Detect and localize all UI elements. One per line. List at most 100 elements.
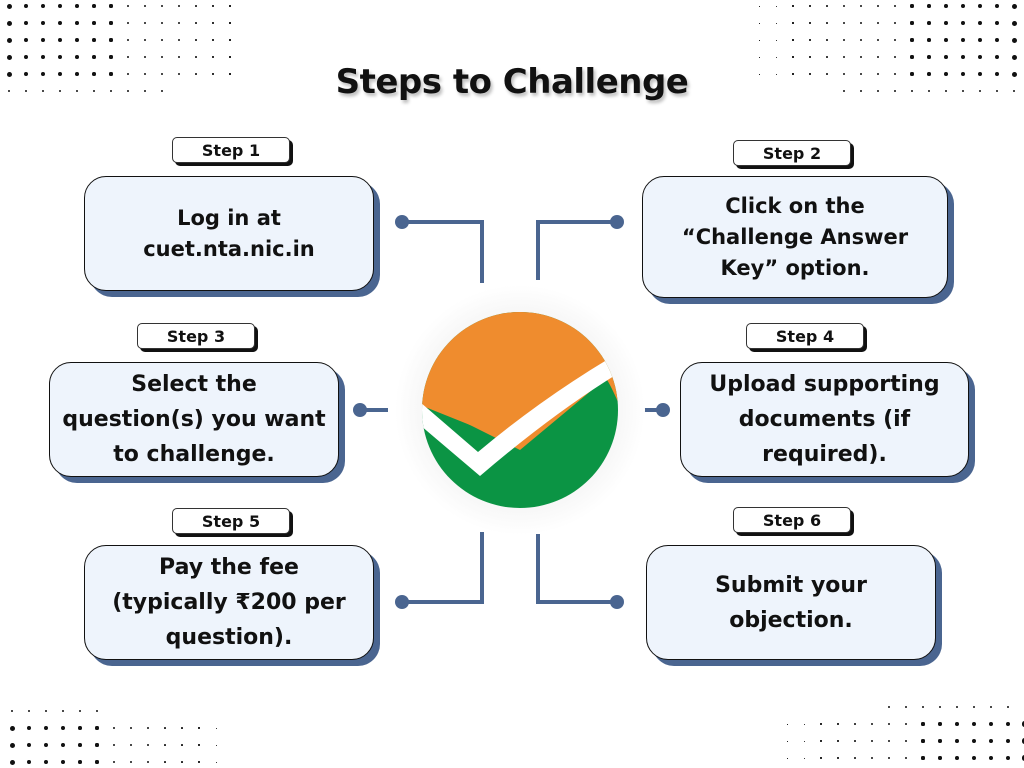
decorative-dot: [143, 38, 147, 42]
decorative-dot: [6, 20, 12, 26]
decorative-dot: [893, 21, 897, 25]
decorative-dot: [820, 757, 822, 759]
step-3-line: to challenge.: [113, 442, 275, 467]
decorative-dot: [61, 709, 65, 713]
step-1-line: cuet.nta.nic.in: [143, 236, 315, 261]
connector-step-6: [536, 534, 617, 604]
decorative-dot: [215, 744, 217, 746]
decorative-dot: [40, 3, 46, 9]
decorative-dot: [1005, 721, 1011, 727]
decorative-dot: [944, 89, 948, 93]
decorative-dot: [842, 89, 846, 93]
decorative-dot: [960, 20, 966, 26]
decorative-dot: [995, 89, 999, 93]
decorative-dot: [955, 739, 959, 743]
decorative-dot: [758, 56, 760, 58]
decorative-dot: [972, 705, 976, 709]
decorative-dot: [75, 38, 79, 42]
decorative-dot: [126, 72, 130, 76]
connector-dot-5: [395, 595, 409, 609]
decorative-dot: [229, 56, 231, 58]
decorative-dot: [126, 38, 130, 42]
decorative-dot: [904, 722, 908, 726]
decorative-dot: [43, 725, 49, 731]
decorative-dot: [988, 738, 994, 744]
step-4-line: required).: [762, 442, 887, 467]
connector-dot-2: [610, 215, 624, 229]
decorative-dot: [809, 22, 811, 24]
decorative-dot: [893, 72, 897, 76]
decorative-dot: [887, 705, 891, 709]
decorative-dot: [229, 5, 231, 7]
decorative-dot: [870, 739, 874, 743]
decorative-dot: [977, 54, 983, 60]
decorative-dot: [960, 71, 966, 77]
decorative-dot: [1005, 738, 1011, 744]
decorative-dot: [195, 73, 197, 75]
logo-check-gap: [422, 358, 614, 476]
decorative-dot: [955, 756, 959, 760]
decorative-dot: [109, 89, 113, 93]
step-2-card: Click on the “Challenge Answer Key” opti…: [642, 176, 948, 298]
step-2-tag: Step 2: [733, 140, 851, 166]
decorative-dot: [971, 721, 977, 727]
decorative-dot: [843, 56, 845, 58]
decorative-dot: [938, 705, 942, 709]
decorative-dot: [910, 55, 914, 59]
decorative-dot: [126, 89, 130, 93]
connector-step-2: [536, 220, 617, 280]
step-1-tag: Step 1: [172, 137, 290, 163]
decorative-dot: [1006, 705, 1010, 709]
decorative-dot: [758, 22, 760, 24]
decorative-dot: [803, 757, 805, 759]
step-4-tag: Step 4: [746, 323, 864, 349]
decorative-dot: [160, 4, 164, 8]
connector-dot-4: [656, 403, 670, 417]
decorative-dot: [78, 760, 82, 764]
decorative-dot: [820, 723, 822, 725]
decorative-dot: [143, 72, 147, 76]
decorative-dot: [792, 39, 794, 41]
decorative-dot: [938, 722, 942, 726]
decorative-dot: [195, 5, 197, 7]
decorative-dot: [92, 21, 96, 25]
decorative-dot: [792, 73, 794, 75]
decorative-dot: [944, 55, 948, 59]
decorative-dot: [215, 761, 217, 763]
decorative-dot: [809, 5, 811, 7]
decorative-dot: [876, 89, 880, 93]
step-3-card: Select the question(s) you want to chall…: [49, 362, 339, 477]
connector-dot-3: [353, 403, 367, 417]
decorative-dot: [775, 73, 777, 75]
decorative-dot: [826, 73, 828, 75]
decorative-dot: [212, 56, 214, 58]
decorative-dot: [870, 756, 874, 760]
step-1-card: Log in at cuet.nta.nic.in: [84, 176, 374, 291]
decorative-dot: [904, 739, 908, 743]
decorative-dot: [910, 89, 914, 93]
decorative-dot: [854, 757, 856, 759]
decorative-dot: [229, 22, 231, 24]
decorative-dot: [9, 725, 15, 731]
step-6-line: Submit your: [715, 572, 867, 598]
decorative-dot: [1012, 89, 1016, 93]
decorative-dot: [938, 739, 942, 743]
step-4-line: Upload supporting: [709, 372, 940, 397]
decorative-dot: [26, 759, 32, 765]
decorative-dot: [6, 3, 12, 9]
decorative-dot: [6, 37, 12, 43]
decorative-dot: [994, 3, 1000, 9]
decorative-dot: [859, 4, 863, 8]
decorative-dot: [775, 22, 777, 24]
decorative-dot: [160, 72, 164, 76]
decorative-dot: [23, 3, 29, 9]
decorative-dot: [27, 709, 31, 713]
decorative-dot: [164, 727, 166, 729]
step-2-line: Click on the: [725, 193, 865, 218]
decorative-dot: [859, 72, 863, 76]
decorative-dot: [843, 22, 845, 24]
decorative-dot: [988, 721, 994, 727]
connector-dot-1: [395, 215, 409, 229]
decorative-dot: [112, 726, 116, 730]
decorative-dot: [10, 709, 14, 713]
